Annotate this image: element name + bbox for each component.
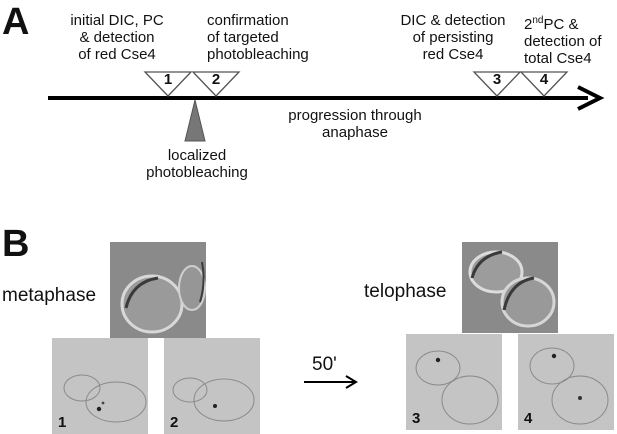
interval-arrow (304, 375, 358, 389)
telophase-label: telophase (364, 281, 447, 302)
step3-line1: DIC & detection (400, 12, 506, 29)
step2-label: confirmation of targeted photobleaching (207, 12, 309, 63)
step4-label: 2ndPC & detection of total Cse4 (524, 6, 602, 67)
step4-line1: 2ndPC & (524, 15, 579, 33)
step3-number: 3 (492, 71, 502, 88)
step1-marker (143, 71, 193, 97)
step2-line2: of targeted (207, 29, 279, 46)
step3-marker (472, 71, 522, 97)
photobleach-label: localized photobleaching (132, 147, 262, 181)
image-number-3: 3 (412, 410, 421, 427)
metaphase-label: metaphase (2, 285, 97, 306)
step2-line3: photobleaching (207, 46, 309, 63)
step4-number: 4 (539, 71, 549, 88)
progression-line2: anaphase (322, 124, 388, 141)
photobleach-line2: photobleaching (146, 164, 248, 181)
timeline-arrowhead (577, 85, 605, 111)
fluorescence-image-4: 4 (518, 334, 614, 430)
step2-line1: confirmation (207, 12, 289, 29)
step3-line2: of persisting (412, 29, 494, 46)
photobleach-line1: localized (167, 147, 227, 164)
image-number-1: 1 (58, 414, 67, 431)
step1-number: 1 (163, 71, 173, 88)
fluorescence-image-2: 2 (164, 338, 260, 434)
fluorescence-image-1: 1 (52, 338, 148, 434)
panel-letter-b: B (2, 223, 30, 265)
panel-letter-a: A (2, 1, 30, 43)
step4-line2: detection of (524, 33, 602, 50)
progression-line1: progression through (288, 107, 422, 124)
interval-label: 50' (312, 354, 337, 375)
step3-line3: red Cse4 (422, 46, 484, 63)
step1-line1: initial DIC, PC (70, 12, 164, 29)
image-number-2: 2 (170, 414, 179, 431)
image-number-4: 4 (524, 410, 533, 427)
metaphase-dic-image (110, 242, 206, 338)
step1-line2: & detection (79, 29, 155, 46)
telophase-dic-image (462, 242, 558, 333)
fluorescence-image-3: 3 (406, 334, 502, 430)
progression-label: progression through anaphase (275, 107, 435, 141)
step1-line3: of red Cse4 (78, 46, 156, 63)
step4-marker (519, 71, 569, 97)
step3-label: DIC & detection of persisting red Cse4 (388, 12, 518, 63)
photobleach-marker (184, 99, 206, 142)
step2-marker (191, 71, 241, 97)
step2-number: 2 (211, 71, 221, 88)
step1-label: initial DIC, PC & detection of red Cse4 (52, 12, 182, 63)
step4-line3: total Cse4 (524, 50, 592, 67)
timeline-diagram (48, 71, 605, 142)
